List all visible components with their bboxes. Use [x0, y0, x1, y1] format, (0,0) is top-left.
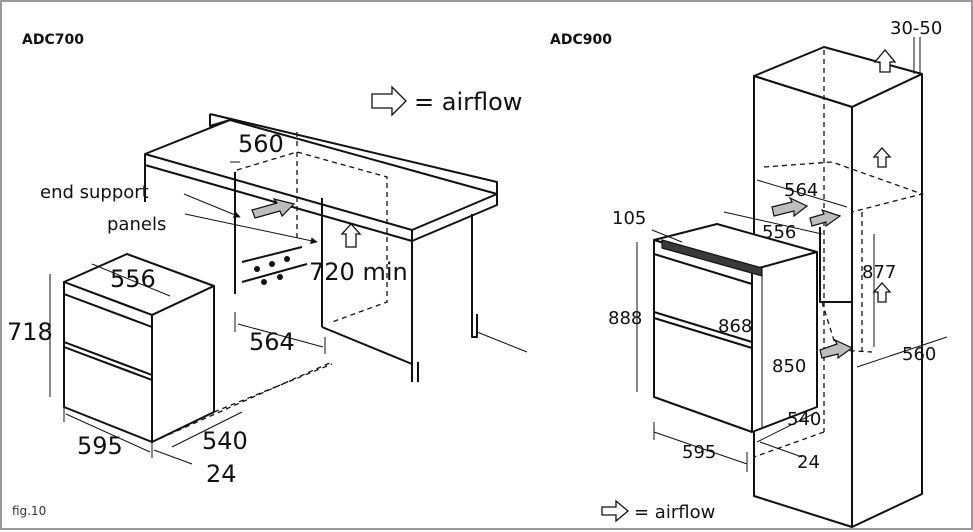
adc700-bottom-width: 564 — [249, 328, 295, 356]
airflow-arrow-icon — [371, 85, 407, 117]
adc900-model-label: ADC900 — [550, 32, 612, 48]
adc700-oven — [63, 253, 333, 443]
adc900-cabinet-width: 564 — [784, 180, 818, 201]
adc900-front-depth: 24 — [797, 452, 820, 473]
airflow-arrow-icon — [872, 147, 892, 168]
adc900-cutout-height: 868 — [718, 316, 752, 337]
adc900-oven-width: 595 — [682, 442, 716, 463]
adc900-airflow-legend: = airflow — [634, 502, 715, 523]
airflow-arrow-icon — [809, 208, 842, 228]
airflow-arrow-icon — [873, 48, 897, 73]
adc700-oven-top-width: 556 — [110, 265, 156, 293]
figure-label: fig.10 — [12, 504, 46, 518]
airflow-arrow-icon — [601, 499, 630, 523]
adc700-airflow-legend: = airflow — [414, 88, 522, 116]
airflow-arrow-icon — [251, 198, 296, 219]
adc900-front-offset: 105 — [612, 208, 646, 229]
adc900-depth: 560 — [902, 344, 936, 365]
adc700-oven-height: 718 — [7, 318, 53, 346]
adc900-upper-depth: 556 — [762, 222, 796, 243]
adc700-top-width: 560 — [238, 130, 284, 158]
airflow-arrow-icon — [771, 196, 809, 218]
adc900-oven — [653, 223, 818, 433]
end-support-label: end support — [40, 182, 149, 203]
adc900-opening-height: 877 — [862, 262, 896, 283]
adc700-cabinet — [144, 113, 528, 382]
adc700-oven-depth: 540 — [202, 427, 248, 455]
adc700-front-depth: 24 — [206, 460, 237, 488]
adc700-min-height: 720 min — [309, 258, 408, 286]
airflow-arrow-icon — [819, 338, 854, 360]
adc900-top-gap: 30-50 — [890, 18, 942, 39]
adc900-oven-height: 888 — [608, 308, 642, 329]
airflow-arrow-icon — [872, 282, 892, 303]
airflow-arrow-icon — [340, 223, 362, 248]
adc900-inner-height: 850 — [772, 356, 806, 377]
panels-label: panels — [107, 214, 166, 235]
adc700-model-label: ADC700 — [22, 32, 84, 48]
